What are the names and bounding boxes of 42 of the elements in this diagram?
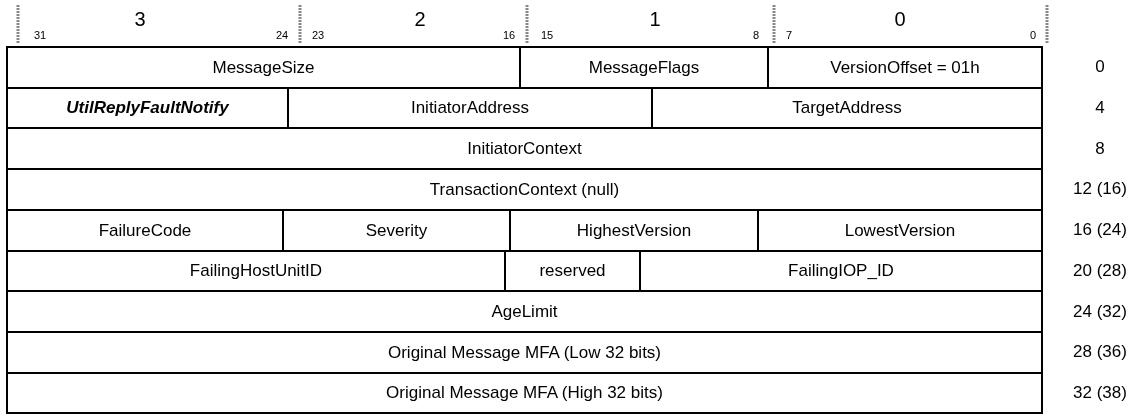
byte-number: 3 bbox=[134, 8, 146, 31]
byte-number: 0 bbox=[894, 8, 906, 31]
field-box bbox=[6, 127, 1043, 170]
byte-offset: 32 (38) bbox=[1073, 382, 1127, 403]
field-name: FailingHostUnitID bbox=[189, 261, 323, 281]
field-name: LowestVersion bbox=[844, 220, 956, 241]
bit-number: 8 bbox=[752, 29, 760, 41]
field-name: InitiatorContext bbox=[467, 138, 582, 159]
byte-offset: 24 (32) bbox=[1073, 301, 1127, 322]
byte-offset: 16 (24) bbox=[1073, 220, 1127, 241]
field-box bbox=[6, 331, 1043, 374]
field-box bbox=[6, 168, 1043, 211]
field-box bbox=[6, 46, 521, 89]
field-name: HighestVersion bbox=[576, 220, 692, 241]
field-name: Original Message MFA (High 32 bits) bbox=[386, 383, 663, 403]
byte-offset: 0 bbox=[1095, 57, 1105, 78]
field-name: TargetAddress bbox=[792, 98, 902, 118]
field-box bbox=[767, 46, 1043, 89]
field-box bbox=[6, 372, 1043, 414]
field-name: MessageSize bbox=[212, 57, 315, 78]
field-name: UtilReplyFaultNotify bbox=[66, 98, 229, 118]
byte-offset: 20 (28) bbox=[1073, 260, 1127, 281]
bit-number: 16 bbox=[502, 29, 516, 41]
byte-number: 1 bbox=[649, 8, 661, 31]
byte-number: 2 bbox=[414, 8, 426, 31]
field-name: Severity bbox=[365, 220, 428, 241]
byte-offset: 28 (36) bbox=[1073, 342, 1127, 363]
field-name: InitiatorAddress bbox=[410, 98, 530, 118]
field-name: MessageFlags bbox=[588, 57, 700, 78]
field-name: TransactionContext (null) bbox=[429, 179, 620, 200]
byte-offset: 8 bbox=[1095, 138, 1105, 159]
field-name: AgeLimit bbox=[491, 301, 558, 322]
field-name: FailingIOP_ID bbox=[788, 261, 894, 281]
byte-offset: 4 bbox=[1095, 98, 1105, 119]
bit-number: 7 bbox=[785, 29, 793, 41]
field-name: VersionOffset = 01h bbox=[830, 57, 980, 78]
field-name: FailureCode bbox=[98, 220, 192, 241]
byte-offset: 12 (16) bbox=[1073, 179, 1127, 200]
field-box bbox=[6, 290, 1043, 333]
field-name: Original Message MFA (Low 32 bits) bbox=[387, 342, 662, 363]
bit-number: 15 bbox=[540, 29, 554, 41]
field-name: reserved bbox=[539, 261, 606, 281]
